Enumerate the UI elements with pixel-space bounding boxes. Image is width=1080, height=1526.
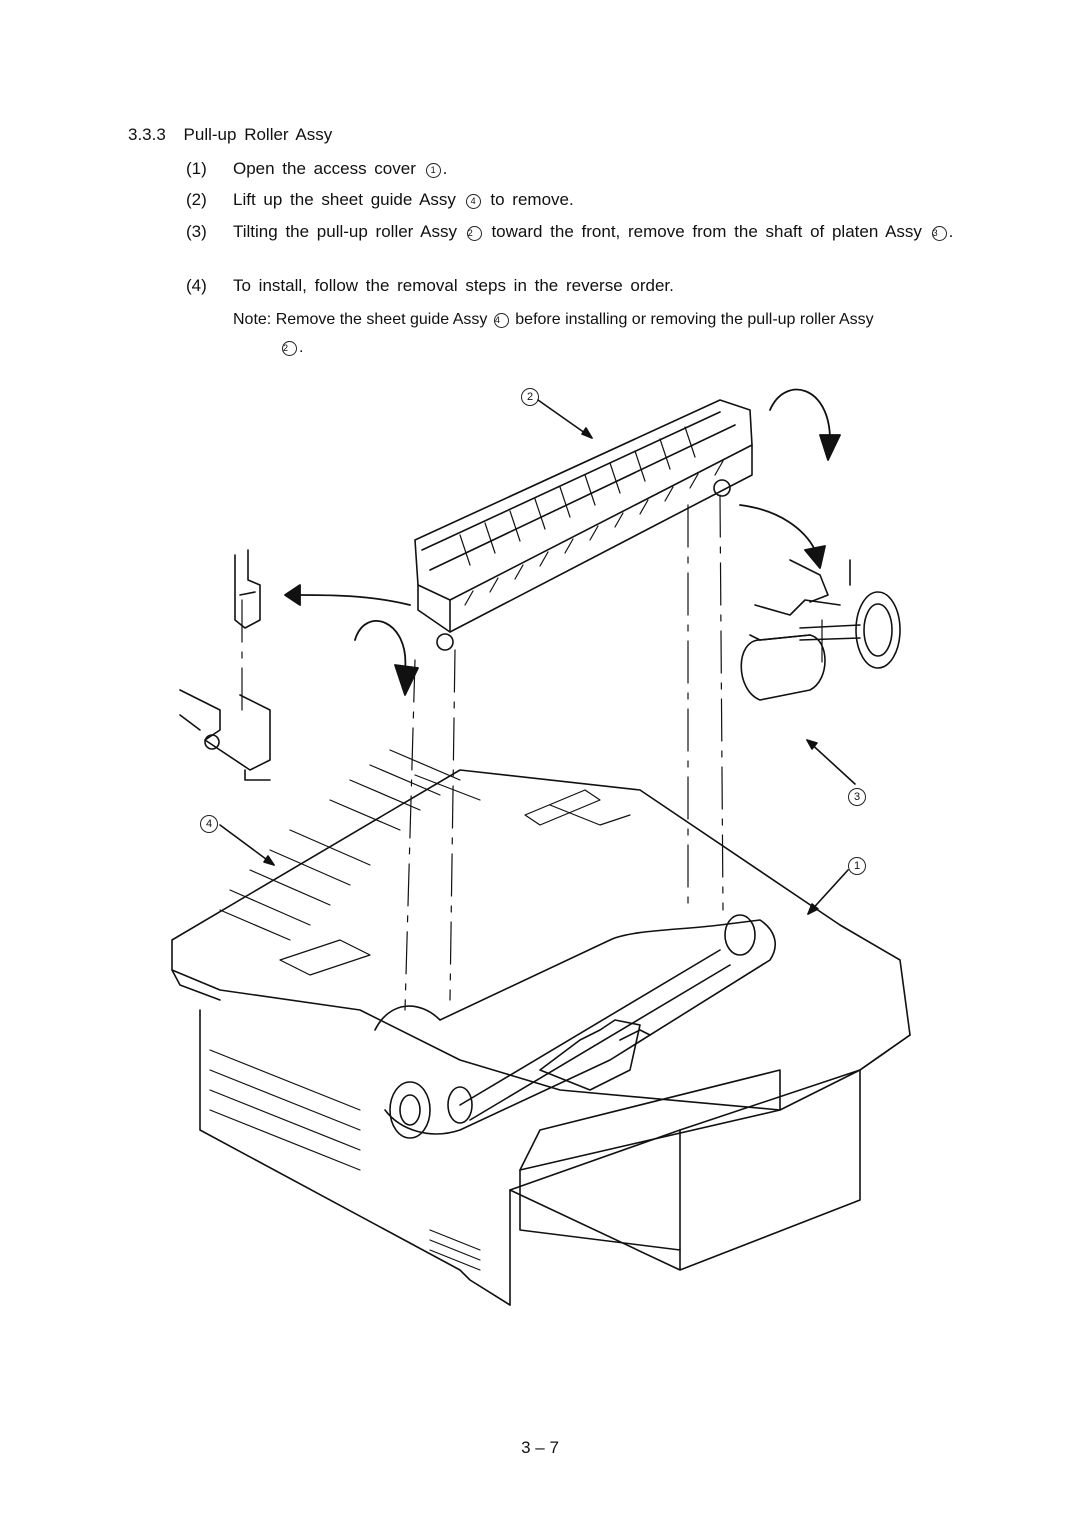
guide-lines: [241, 494, 823, 1011]
callout-1: 1: [846, 857, 868, 875]
ref-circle: 2: [282, 341, 297, 356]
platen-assy: [740, 559, 901, 701]
callout-4: 4: [198, 815, 220, 833]
page-number: 3 – 7: [521, 1438, 559, 1457]
printer-body: [171, 749, 911, 1306]
pull-up-roller-assy: [414, 399, 753, 651]
left-bracket: [179, 549, 271, 781]
callout-3: 3: [846, 788, 868, 806]
ref-circle: 2: [466, 226, 482, 241]
callout-2: 2: [519, 388, 541, 406]
step-number: (3): [186, 222, 207, 241]
step-text: To install, follow the removal steps in …: [233, 276, 674, 295]
step-text: Open the access cover 1.: [233, 159, 448, 178]
note: Note: Remove the sheet guide Assy 4 befo…: [233, 311, 874, 356]
leader-arrows: [219, 399, 856, 915]
ref-circle: 4: [465, 194, 481, 209]
section-title: Pull-up Roller Assy: [183, 125, 333, 144]
step-number: (4): [186, 276, 207, 295]
printer-exploded-diagram: [171, 388, 911, 1306]
section-number: 3.3.3: [128, 125, 166, 144]
rotation-arrows: [284, 388, 841, 696]
ref-circle: 1: [425, 163, 441, 178]
ref-circle: 4: [493, 313, 509, 328]
ref-circle: 3: [931, 226, 947, 241]
step-text: Tilting the pull-up roller Assy 2 toward…: [233, 222, 954, 241]
section-heading: 3.3.3 Pull-up Roller Assy: [128, 125, 332, 145]
step-text: Lift up the sheet guide Assy 4 to remove…: [233, 190, 574, 209]
step-number: (1): [186, 159, 207, 178]
step-number: (2): [186, 190, 207, 209]
